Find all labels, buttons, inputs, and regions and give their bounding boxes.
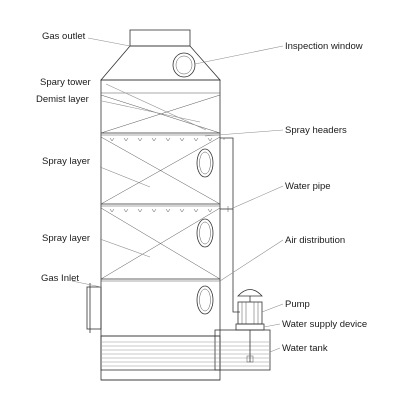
packing-bracing [100,94,221,280]
label-gas-inlet: Gas Inlet [41,273,79,284]
pump-cap [237,289,263,297]
gas-inlet-duct [86,283,102,333]
window-lower [196,285,214,315]
gas-outlet-duct [129,29,191,47]
window-upper [196,148,214,178]
label-inspection-window: Inspection window [285,41,363,52]
tower-shell [100,79,221,381]
leader-lines [71,37,284,353]
label-air-distribution: Air distribution [285,235,345,246]
tower-hood [100,45,221,81]
label-spray-layer-2: Spray layer [42,233,90,244]
label-spray-tower: Spary tower [40,77,91,88]
label-spray-layer-1: Spray layer [42,156,90,167]
inspection-windows [172,52,214,315]
spray-nozzles-upper [109,137,213,142]
label-water-supply-device: Water supply device [282,319,367,330]
pump [235,289,265,363]
window-middle [196,218,214,248]
tower-body [100,29,221,381]
water-hatch [102,341,269,367]
label-water-tank: Water tank [282,343,328,354]
water-tank [100,329,271,381]
labels: Gas outlet Inspection window Spary tower… [36,31,367,354]
pump-motor [237,301,263,325]
label-water-pipe: Water pipe [285,181,331,192]
label-spray-headers: Spray headers [285,125,347,136]
tank-inside-tower [100,335,221,371]
label-pump: Pump [285,299,310,310]
spray-nozzles-lower [109,208,213,213]
label-demist-layer: Demist layer [36,94,89,105]
water-pipe [220,137,240,313]
label-gas-outlet: Gas outlet [42,31,86,42]
window-hood [172,52,196,78]
